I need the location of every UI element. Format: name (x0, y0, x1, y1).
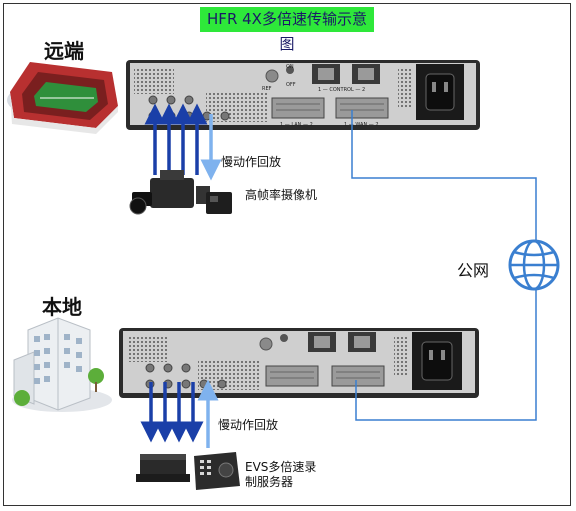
downlink-arrows-bottom (140, 382, 204, 443)
camera-label: 高帧率摄像机 (245, 188, 318, 202)
lan-label: 1 — LAN — 2 (280, 122, 313, 128)
local-transceiver-device (119, 328, 479, 398)
ref-label: REF (262, 86, 272, 92)
switch-off-label: OFF (286, 82, 296, 88)
network-link (351, 110, 537, 421)
local-site-label: 本地 (42, 295, 82, 319)
globe-icon (508, 239, 560, 291)
evs-controller-icon (194, 452, 240, 490)
evs-server-label: EVS多倍速录制服务器 (245, 460, 317, 489)
remote-transceiver-device: ON OFF REF 1 — CONTROL — 2 1 — LAN — 2 1… (126, 60, 480, 130)
control-label: 1 — CONTROL — 2 (318, 87, 365, 93)
internet-label: 公网 (457, 261, 490, 280)
uplink-arrows-top (144, 103, 208, 175)
diagram-frame (3, 3, 571, 506)
office-building-icon (12, 317, 112, 412)
remote-site-label: 远端 (44, 39, 84, 63)
replay-label-bottom: 慢动作回放 (218, 418, 279, 432)
camera-icon (129, 170, 232, 215)
wan-label: 1 — WAN — 2 (344, 122, 379, 128)
switch-label: ON (286, 64, 294, 70)
diagram-title: HFR 4X多倍速传输示意图 (200, 7, 374, 53)
replay-label-top: 慢动作回放 (221, 155, 282, 169)
evs-server-icon (136, 454, 190, 482)
stadium-icon (7, 62, 118, 134)
